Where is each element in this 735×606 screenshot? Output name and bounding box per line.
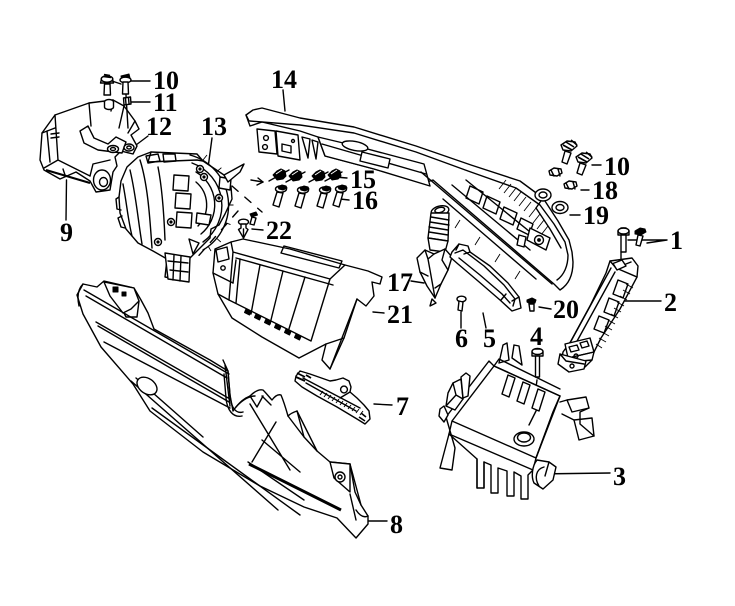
svg-text:2: 2 — [664, 288, 677, 317]
svg-text:21: 21 — [387, 300, 413, 329]
svg-text:16: 16 — [352, 186, 378, 215]
svg-text:22: 22 — [266, 216, 292, 245]
svg-text:10: 10 — [604, 152, 630, 181]
svg-text:11: 11 — [153, 88, 178, 117]
svg-text:19: 19 — [583, 201, 609, 230]
svg-text:14: 14 — [271, 65, 297, 94]
svg-text:18: 18 — [592, 176, 618, 205]
svg-text:6: 6 — [455, 324, 468, 353]
svg-text:17: 17 — [387, 268, 413, 297]
svg-text:3: 3 — [613, 462, 626, 491]
svg-text:8: 8 — [390, 510, 403, 539]
svg-text:4: 4 — [530, 322, 543, 351]
svg-text:13: 13 — [201, 112, 227, 141]
svg-text:7: 7 — [396, 392, 409, 421]
svg-text:20: 20 — [553, 295, 579, 324]
svg-text:9: 9 — [60, 218, 73, 247]
svg-text:12: 12 — [146, 112, 172, 141]
svg-text:5: 5 — [483, 324, 496, 353]
svg-text:10: 10 — [153, 66, 179, 95]
svg-text:1: 1 — [670, 226, 683, 255]
svg-text:15: 15 — [350, 165, 376, 194]
